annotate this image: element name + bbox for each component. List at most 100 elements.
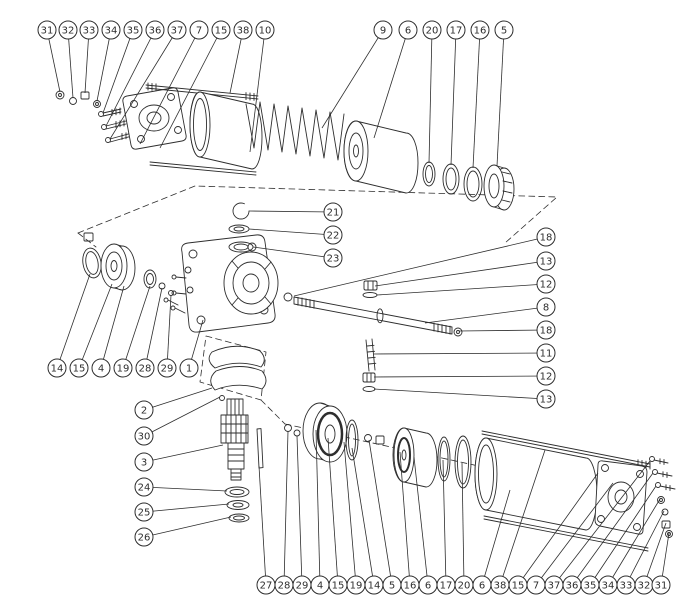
callout-number: 5: [501, 26, 507, 37]
spring: [245, 101, 345, 161]
callout-number: 31: [41, 26, 54, 37]
callout-number: 35: [127, 26, 140, 37]
callout-number: 16: [474, 26, 487, 37]
callout-number: 25: [138, 508, 151, 519]
callout-balloon: [536, 343, 556, 363]
callout-number: 17: [450, 26, 463, 37]
callout-number: 32: [62, 26, 75, 37]
callout-leader-line: [143, 486, 228, 492]
callout-balloon: [323, 225, 343, 245]
callout-leader-line: [607, 498, 661, 586]
callout-leader-line: [399, 451, 411, 586]
callout-number: 12: [540, 372, 553, 383]
callout-number: 4: [317, 581, 323, 592]
callout-leader-line: [252, 246, 334, 259]
callout-leader-line: [283, 430, 289, 586]
screw-icon: [649, 456, 669, 465]
callout-leader-line: [67, 29, 74, 99]
callout-number: 18: [540, 233, 553, 244]
callout-leader-line: [109, 29, 178, 140]
callout-balloon: [422, 20, 442, 40]
callout-number: 9: [380, 26, 386, 37]
callout-number: 27: [260, 581, 273, 592]
callout-number: 7: [196, 26, 202, 37]
callout-leader-line: [327, 437, 339, 586]
screw-icon: [170, 305, 186, 314]
callout-balloon: [189, 20, 209, 40]
callout-number: 7: [533, 581, 539, 592]
callout-leader-line: [84, 29, 90, 94]
callout-number: 5: [389, 581, 395, 592]
callout-leader-line: [450, 29, 457, 166]
callout-leader-line: [472, 29, 481, 169]
callout-leader-line: [248, 210, 334, 213]
left-seal-stack: [82, 232, 186, 314]
callout-balloon: [157, 358, 177, 378]
callout-leader-line: [159, 29, 222, 149]
callout-number: 1: [186, 364, 192, 375]
callout-leader-line: [373, 29, 409, 139]
callout-balloon: [69, 358, 89, 378]
bottom-cylinder-assembly: [284, 402, 676, 552]
callout-leader-line: [373, 388, 547, 400]
callout-balloon: [536, 366, 556, 386]
callout-leader-line: [376, 283, 547, 296]
callout-leader-line: [96, 29, 112, 102]
callout-balloon: [255, 20, 275, 40]
callout-leader-line: [102, 29, 134, 114]
callout-number: 20: [458, 581, 471, 592]
callout-number: 38: [237, 26, 250, 37]
callout-leader-line: [535, 482, 614, 586]
callout-number: 6: [405, 26, 411, 37]
callout-balloon: [134, 527, 154, 547]
callout-number: 16: [404, 581, 417, 592]
callout-leader-line: [143, 387, 213, 411]
callout-leader-line: [461, 462, 465, 586]
screw-icon: [655, 482, 676, 491]
callout-balloon: [101, 20, 121, 40]
callout-number: 31: [655, 581, 668, 592]
callout-leader-line: [144, 287, 163, 369]
callout-number: 2: [141, 406, 147, 417]
callout-leader-line: [553, 460, 651, 586]
callout-leader-line: [315, 429, 321, 586]
callout-number: 3: [141, 458, 147, 469]
callout-leader-line: [248, 228, 334, 236]
callout-leader-line: [293, 236, 547, 297]
callout-number: 37: [548, 581, 561, 592]
callout-balloon: [134, 426, 154, 446]
callout-balloon: [134, 452, 154, 472]
callout-leader-line: [143, 503, 230, 513]
callout-balloon: [179, 358, 199, 378]
callout-number: 13: [540, 395, 553, 406]
left-end-cap: [122, 87, 187, 150]
callout-leader-line: [374, 260, 547, 287]
callout-leader-line: [373, 375, 547, 378]
callout-leader-line: [496, 29, 505, 167]
callout-number: 33: [620, 581, 633, 592]
callout-number: 17: [440, 581, 453, 592]
callout-balloon: [37, 20, 57, 40]
callout-balloon: [536, 251, 556, 271]
callout-leader-line: [105, 29, 156, 127]
callout-number: 38: [494, 581, 507, 592]
callout-number: 35: [584, 581, 597, 592]
callout-number: 21: [327, 208, 340, 219]
callout-leader-line: [517, 472, 599, 586]
callout-number: 12: [540, 280, 553, 291]
callout-number: 24: [138, 483, 151, 494]
callout-number: 22: [327, 231, 340, 242]
callout-balloon: [134, 477, 154, 497]
callout-leader-line: [373, 352, 547, 355]
callout-balloon: [446, 20, 466, 40]
callout-balloon: [91, 358, 111, 378]
callout-number: 6: [479, 581, 485, 592]
callout-number: 15: [332, 581, 345, 592]
callout-leader-line: [122, 285, 151, 369]
callout-balloon: [123, 20, 143, 40]
piston-rod: [283, 280, 463, 392]
callout-leader-line: [643, 522, 667, 586]
callout-balloon: [373, 20, 393, 40]
callout-leader-line: [481, 489, 511, 586]
callout-balloon: [233, 20, 253, 40]
